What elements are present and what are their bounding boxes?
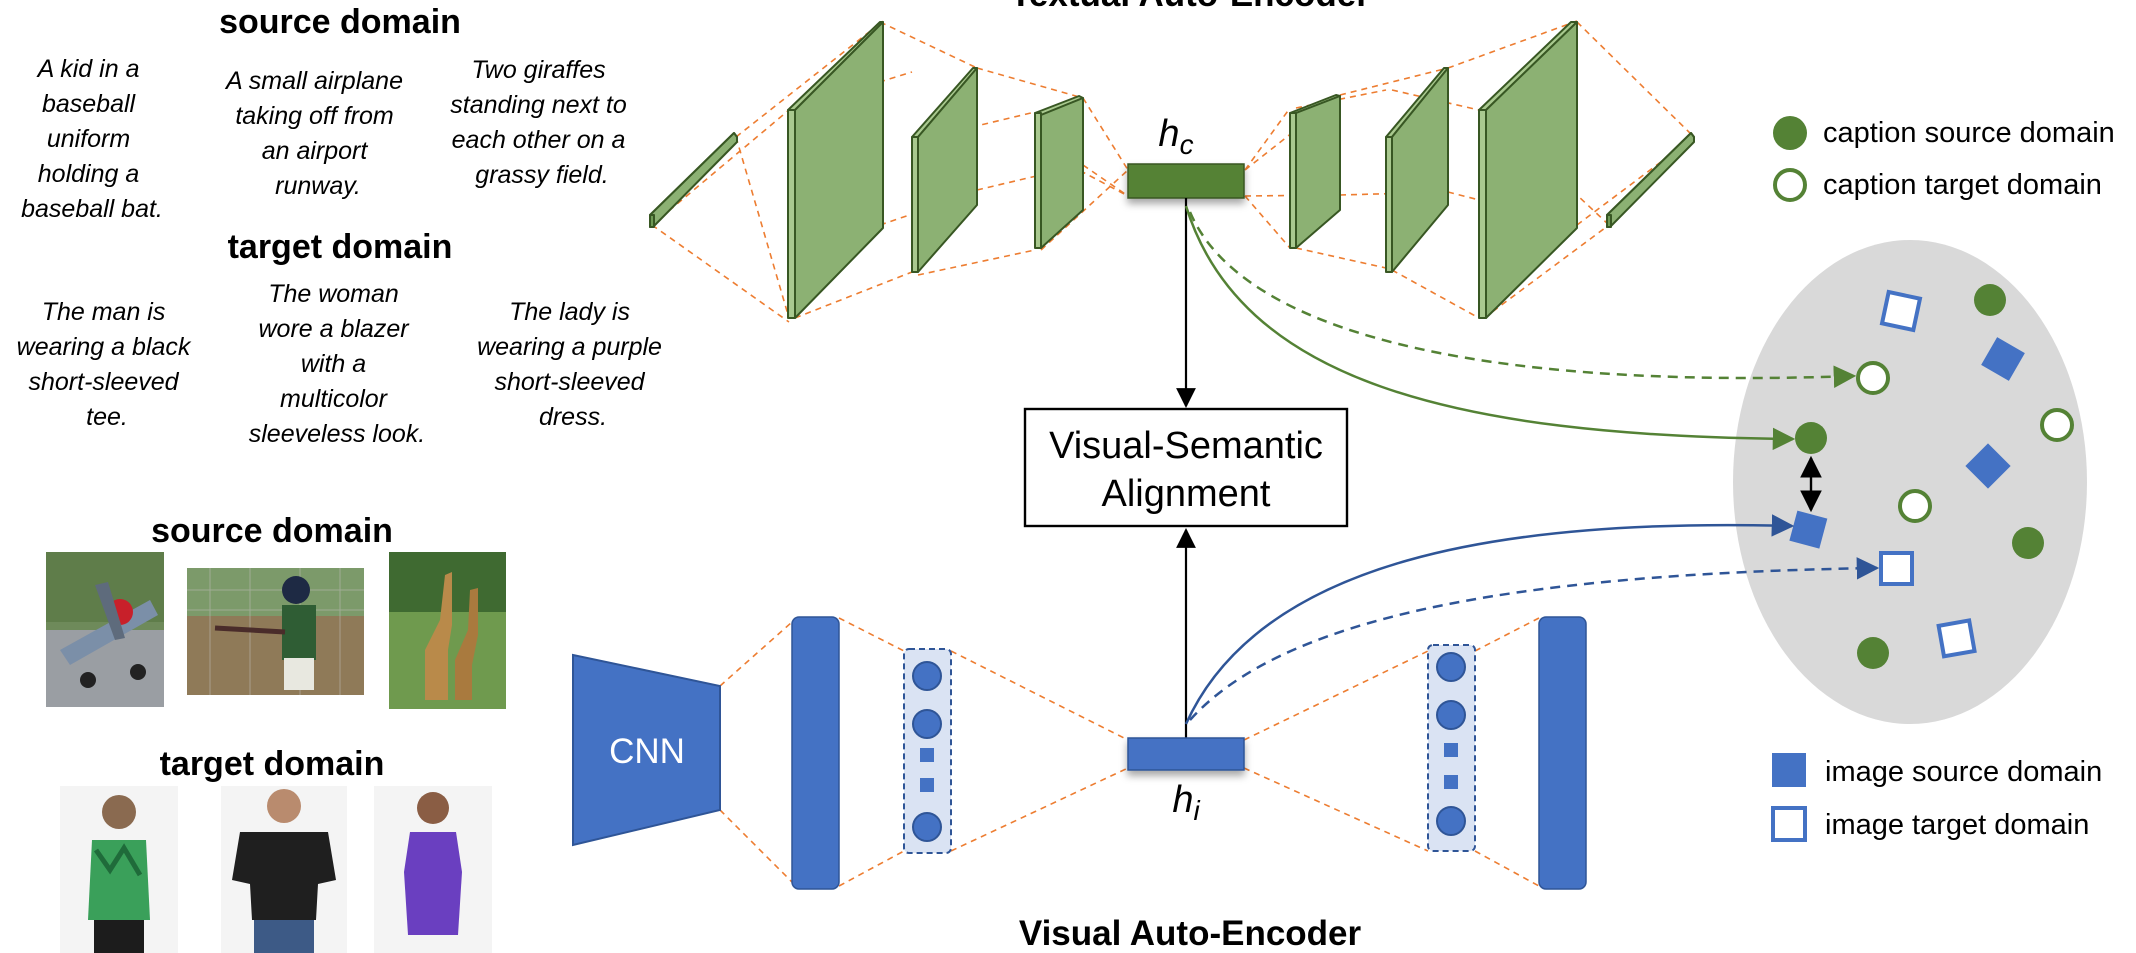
caption-source-2: A small airplane taking off from an airp… [224, 67, 410, 200]
caption-target-2: The woman wore a blazer with a multicolo… [249, 280, 425, 448]
caption-source-heading: source domain [219, 3, 461, 41]
image-source-point [1981, 337, 2025, 381]
visual-autoencoder-connections [719, 617, 1540, 887]
image-source-point [1789, 510, 1828, 549]
image-source-heading: source domain [151, 512, 393, 550]
hi-bottleneck [1127, 737, 1245, 771]
visual-semantic-alignment-box: Visual-Semantic Alignment [1023, 407, 1349, 528]
mapping-arrows [1184, 205, 1880, 725]
visual-autoencoder-title: Visual Auto-Encoder [1019, 914, 1362, 953]
caption-target-legend-label: caption target domain [1823, 169, 2102, 201]
hc-label: hc [1158, 113, 1193, 160]
visual-encoder-layer [791, 616, 840, 890]
caption-source-point [1974, 284, 2006, 316]
image-examples: source domain ta [46, 512, 506, 953]
alignment-label-line1: Visual-Semantic [1049, 425, 1323, 467]
text-encoder-layer-3 [911, 67, 978, 273]
caption-source-1: A kid in a baseball uniform holding a ba… [21, 55, 163, 223]
giraffes-photo [389, 552, 506, 709]
image-target-point [1936, 618, 1977, 659]
textual-autoencoder-layers [649, 21, 1695, 319]
visual-decoder-layer [1538, 616, 1587, 890]
baseball-photo [187, 568, 364, 695]
image-source-legend-marker [1772, 753, 1806, 787]
caption-target-3: The lady is wearing a purple short-sleev… [477, 298, 669, 431]
woman-green-photo [60, 786, 178, 953]
caption-examples: source domain A kid in a baseball unifor… [17, 3, 669, 448]
caption-target-point [1898, 489, 1932, 523]
caption-target-1: The man is wearing a black short-sleeved… [17, 298, 198, 431]
hi-to-image-source-arrow [1184, 514, 1795, 725]
image-target-legend-label: image target domain [1825, 809, 2089, 841]
caption-target-point [2040, 408, 2074, 442]
visual-encoder-neurons [903, 648, 952, 854]
alignment-label-line2: Alignment [1102, 473, 1271, 515]
caption-target-heading: target domain [228, 228, 453, 266]
cnn-label: CNN [609, 732, 685, 771]
text-decoder-layer-1 [1606, 132, 1695, 228]
text-encoder-layer-1 [649, 132, 738, 228]
text-encoder-layer-2 [787, 21, 884, 319]
caption-source-point [2012, 527, 2044, 559]
hc-bottleneck [1127, 163, 1245, 199]
caption-legend: caption source domain caption target dom… [1773, 116, 2115, 202]
man-black-tee-photo [221, 786, 347, 953]
text-decoder-layer-4 [1289, 94, 1341, 249]
caption-target-point [1856, 361, 1890, 395]
cnn-block: CNN [572, 653, 721, 847]
text-decoder-layer-3 [1385, 67, 1449, 273]
hi-to-image-target-arrow [1189, 557, 1880, 721]
textual-autoencoder-title: Textual Auto-Encoder [1010, 0, 1370, 14]
woman-purple-dress-photo [374, 786, 492, 953]
text-encoder-layer-4 [1034, 95, 1084, 249]
image-target-legend-marker [1771, 806, 1807, 842]
caption-source-point [1857, 637, 1889, 669]
image-target-point [1879, 551, 1914, 586]
caption-source-3: Two giraffes standing next to each other… [450, 56, 633, 189]
visual-decoder-neurons [1427, 644, 1476, 852]
caption-target-legend-marker [1773, 168, 1807, 202]
hi-label: hi [1172, 779, 1200, 826]
caption-source-legend-label: caption source domain [1823, 117, 2115, 149]
hc-to-caption-target-arrow [1188, 211, 1857, 388]
image-target-point [1879, 289, 1923, 333]
caption-source-legend-marker [1773, 116, 1807, 150]
caption-source-point [1795, 422, 1827, 454]
image-source-legend-label: image source domain [1825, 756, 2102, 788]
text-decoder-layer-2 [1478, 21, 1578, 319]
image-target-heading: target domain [160, 745, 385, 783]
airplane-photo [46, 552, 164, 707]
hc-to-caption-source-arrow [1184, 205, 1796, 451]
image-legend: image source domain image target domain [1771, 753, 2102, 842]
